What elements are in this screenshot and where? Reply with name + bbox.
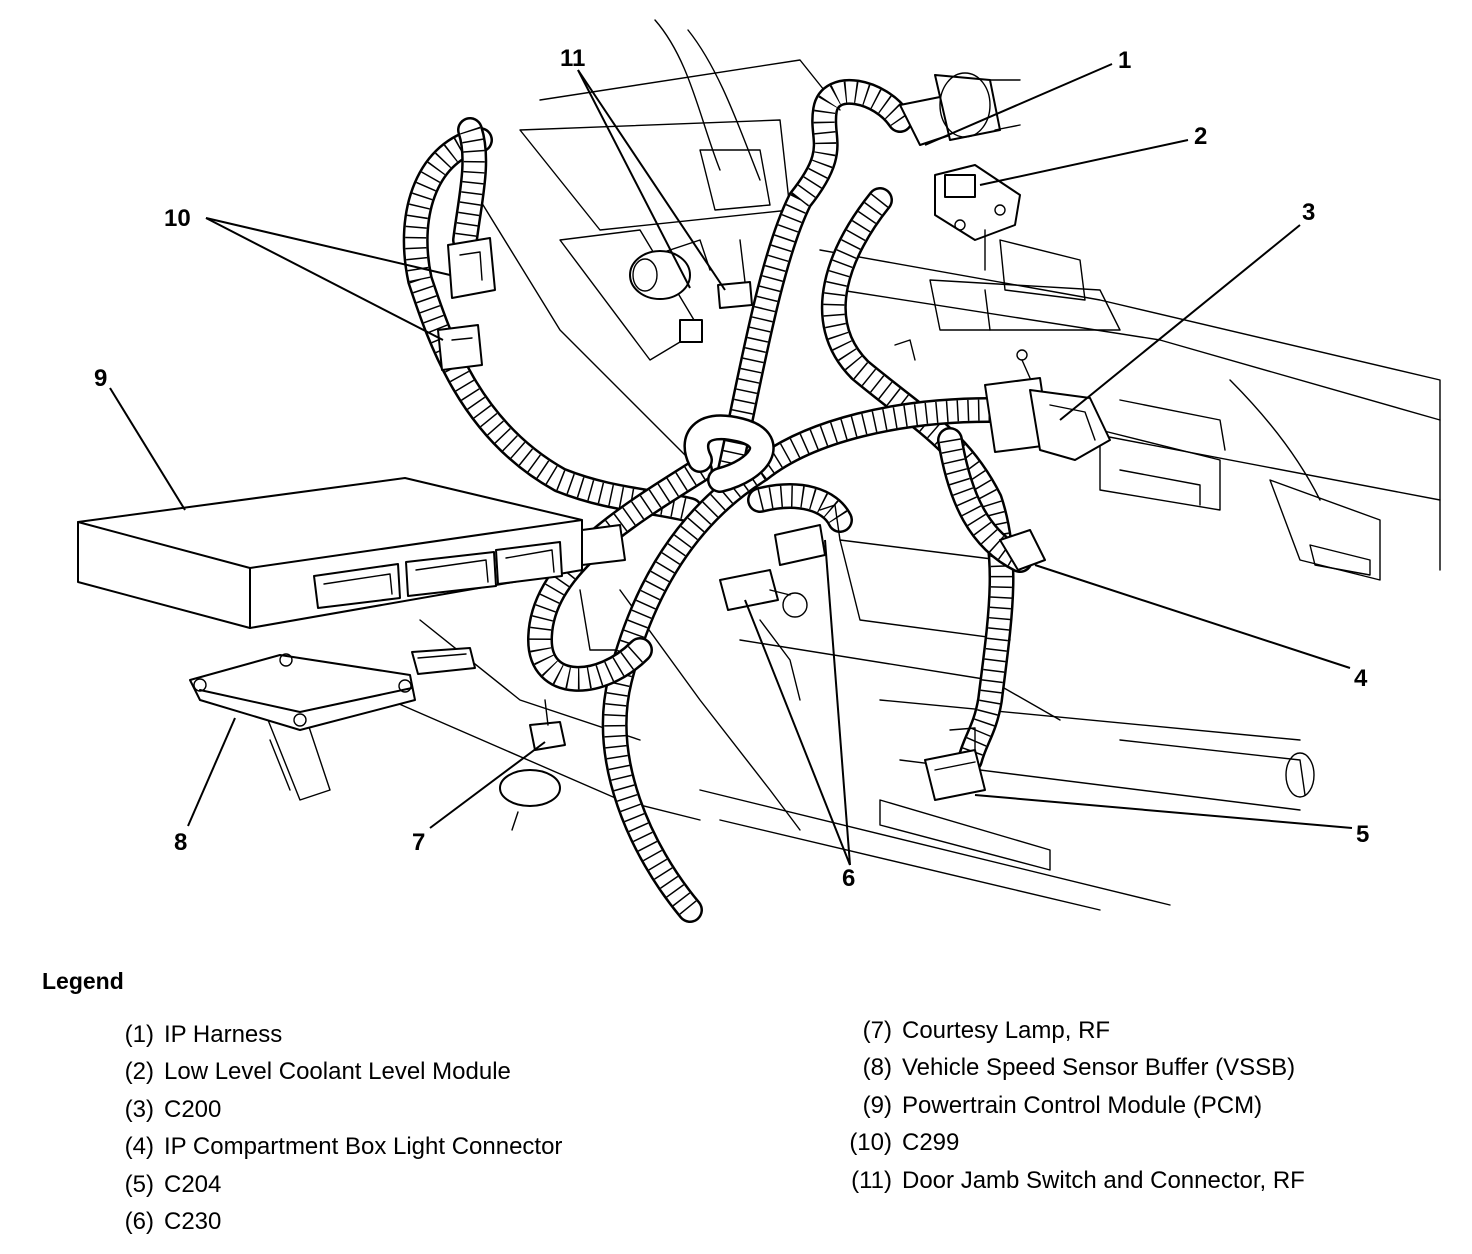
callout-10: 10 — [164, 205, 191, 232]
c204-connector — [924, 727, 986, 801]
legend-item-number: (1) — [124, 1020, 154, 1048]
legend-item-label: C200 — [164, 1095, 222, 1123]
legend-item-number: (5) — [124, 1170, 154, 1198]
courtesy-lamp — [529, 699, 566, 751]
legend-item-label: C230 — [164, 1208, 222, 1236]
legend-title: Legend — [42, 968, 124, 994]
legend-item: (6) C230 — [100, 1204, 562, 1242]
legend-item: (8) Vehicle Speed Sensor Buffer (VSSB) — [838, 1050, 1305, 1088]
ip-harness-bundles — [402, 79, 1033, 923]
legend-item: (5) C204 — [100, 1166, 562, 1204]
c200-connector — [984, 349, 1111, 461]
legend-item: (11) Door Jamb Switch and Connector, RF — [838, 1162, 1305, 1200]
legend-column-right: (7) Courtesy Lamp, RF (8) Vehicle Speed Se… — [838, 1012, 1305, 1200]
legend-item-number: (9) — [862, 1091, 892, 1119]
legend-item: (7) Courtesy Lamp, RF — [838, 1012, 1305, 1050]
legend-item-number: (7) — [862, 1016, 892, 1044]
ip-compartment-light-connector — [999, 529, 1046, 571]
c230-connectors — [719, 504, 841, 618]
callout-1: 1 — [1118, 47, 1131, 74]
leader-lines — [109, 63, 1353, 866]
legend-item-number: (8) — [862, 1054, 892, 1082]
callout-6: 6 — [842, 865, 855, 892]
legend-item-label: IP Compartment Box Light Connector — [164, 1133, 563, 1161]
callout-5: 5 — [1356, 821, 1369, 848]
callout-2: 2 — [1194, 123, 1207, 150]
pcm-module — [77, 477, 626, 629]
c299-connectors — [437, 237, 496, 371]
legend-item-label: Low Level Coolant Level Module — [164, 1058, 511, 1086]
callout-11: 11 — [560, 45, 585, 72]
legend-item-label: Courtesy Lamp, RF — [902, 1016, 1111, 1044]
callout-8: 8 — [174, 829, 187, 856]
legend-item-number: (10) — [849, 1129, 892, 1157]
coolant-module — [934, 164, 1021, 271]
legend-item-number: (6) — [124, 1208, 154, 1236]
wiring-diagram: 1 2 3 4 5 6 7 8 9 10 11 — [77, 19, 1441, 923]
legend-item-label: C204 — [164, 1170, 222, 1198]
ip-harness-connector — [899, 72, 1021, 146]
legend-item: (9) Powertrain Control Module (PCM) — [838, 1087, 1305, 1125]
legend-item-number: (11) — [851, 1166, 892, 1194]
legend-item: (3) C200 — [100, 1091, 562, 1129]
callout-numbers: 1 2 3 4 5 6 7 8 9 10 11 — [94, 45, 1369, 892]
legend-item: (1) IP Harness — [100, 1016, 562, 1054]
legend-item-number: (4) — [124, 1133, 154, 1161]
legend-item-label: IP Harness — [164, 1020, 283, 1048]
legend-item: (10) C299 — [838, 1125, 1305, 1163]
legend-item-number: (3) — [124, 1095, 154, 1123]
callout-3: 3 — [1302, 199, 1315, 226]
legend-item-label: Door Jamb Switch and Connector, RF — [902, 1166, 1305, 1194]
legend-item-number: (2) — [124, 1058, 154, 1086]
legend-item-label: C299 — [902, 1129, 960, 1157]
callout-9: 9 — [94, 365, 107, 392]
legend-item-label: Powertrain Control Module (PCM) — [902, 1091, 1263, 1119]
legend-column-left: (1) IP Harness (2) Low Level Coolant Level… — [100, 1016, 563, 1242]
legend-item: (4) IP Compartment Box Light Connector — [100, 1129, 563, 1167]
callout-4: 4 — [1354, 665, 1368, 692]
vssb-module — [189, 647, 476, 731]
callout-7: 7 — [412, 829, 425, 856]
legend-item: (2) Low Level Coolant Level Module — [100, 1054, 562, 1092]
legend-item-label: Vehicle Speed Sensor Buffer (VSSB) — [902, 1054, 1296, 1082]
door-jamb-switch — [717, 239, 753, 309]
